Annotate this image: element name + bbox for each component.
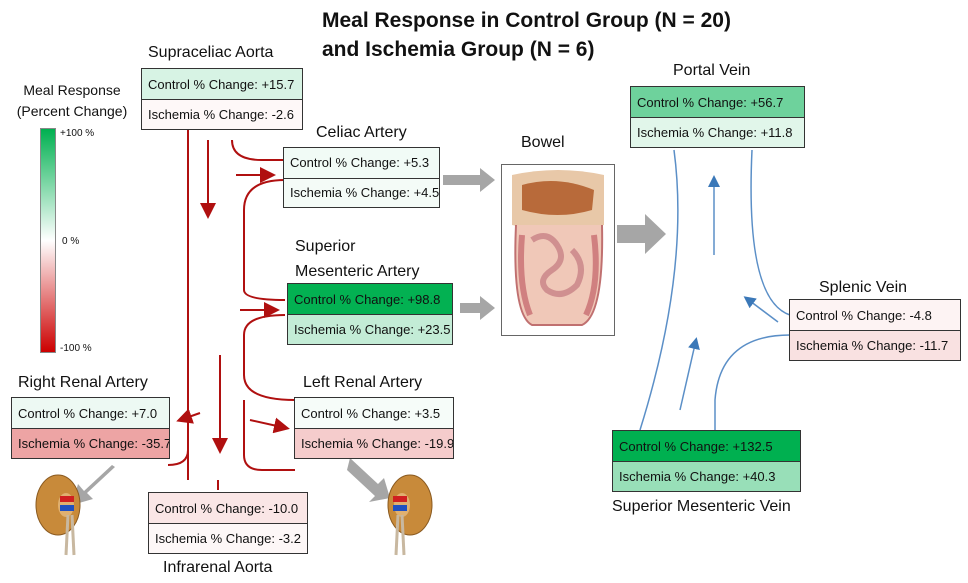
left-renal-artery-label: Left Renal Artery [303,374,423,391]
superior-mesenteric-artery-label: Superior Mesenteric Artery [295,234,419,284]
title-line-2: and Ischemia Group (N = 6) [322,38,595,61]
ischemia-change: Ischemia % Change: +23.5 [288,314,452,344]
infrarenal-aorta-label: Infrarenal Aorta [163,559,273,576]
ischemia-change: Ischemia % Change: -3.2 [149,523,307,553]
splenic-vein-box: Control % Change: -4.8 Ischemia % Change… [789,299,961,361]
ischemia-change: Ischemia % Change: -35.7 [12,428,169,458]
control-change: Control % Change: +7.0 [12,398,169,428]
legend-color-scale [40,128,56,353]
control-change: Control % Change: -10.0 [149,493,307,523]
control-change: Control % Change: +15.7 [142,69,302,99]
legend-title: Meal Response (Percent Change) [14,80,130,122]
ischemia-change: Ischemia % Change: -2.6 [142,99,302,129]
legend-tick-bottom: -100 % [60,343,92,354]
vein-lines [639,149,791,431]
ischemia-change: Ischemia % Change: -19.9 [295,428,453,458]
diagram-title: Meal Response in Control Group (N = 20) … [322,6,731,64]
right-renal-artery-box: Control % Change: +7.0 Ischemia % Change… [11,397,170,459]
bowel-illustration [512,170,604,326]
control-change: Control % Change: +98.8 [288,284,452,314]
control-change: Control % Change: -4.8 [790,300,960,330]
celiac-artery-box: Control % Change: +5.3 Ischemia % Change… [283,147,440,208]
bowel-label: Bowel [521,134,565,151]
control-change: Control % Change: +56.7 [631,87,804,117]
superior-mesenteric-vein-box: Control % Change: +132.5 Ischemia % Chan… [612,430,801,492]
legend-title-line-2: (Percent Change) [16,103,128,119]
right-renal-artery-label: Right Renal Artery [18,374,148,391]
bowel-image [501,164,615,336]
infrarenal-aorta-box: Control % Change: -10.0 Ischemia % Chang… [148,492,308,554]
sma-label-line-2: Mesenteric Artery [295,263,420,280]
control-change: Control % Change: +132.5 [613,431,800,461]
title-line-1: Meal Response in Control Group (N = 20) [322,9,731,32]
legend-tick-top: +100 % [60,128,95,139]
legend-tick-mid: 0 % [62,236,80,247]
splenic-vein-label: Splenic Vein [819,279,908,296]
ischemia-change: Ischemia % Change: -11.7 [790,330,960,360]
ischemia-change: Ischemia % Change: +40.3 [613,461,800,491]
control-change: Control % Change: +3.5 [295,398,453,428]
portal-vein-box: Control % Change: +56.7 Ischemia % Chang… [630,86,805,148]
left-kidney-image [387,474,433,556]
supraceliac-aorta-box: Control % Change: +15.7 Ischemia % Chang… [141,68,303,130]
supraceliac-aorta-label: Supraceliac Aorta [148,44,274,61]
flow-arrows [72,168,666,505]
superior-mesenteric-artery-box: Control % Change: +98.8 Ischemia % Chang… [287,283,453,345]
left-renal-artery-box: Control % Change: +3.5 Ischemia % Change… [294,397,454,459]
right-kidney-image [35,474,81,556]
control-change: Control % Change: +5.3 [284,148,439,178]
legend-title-line-1: Meal Response [23,82,121,98]
celiac-artery-label: Celiac Artery [316,124,407,141]
artery-lines [167,130,296,490]
ischemia-change: Ischemia % Change: +4.5 [284,177,439,207]
ischemia-change: Ischemia % Change: +11.8 [631,117,804,147]
sma-label-line-1: Superior [295,238,356,255]
portal-vein-label: Portal Vein [673,62,751,79]
superior-mesenteric-vein-label: Superior Mesenteric Vein [612,498,791,515]
